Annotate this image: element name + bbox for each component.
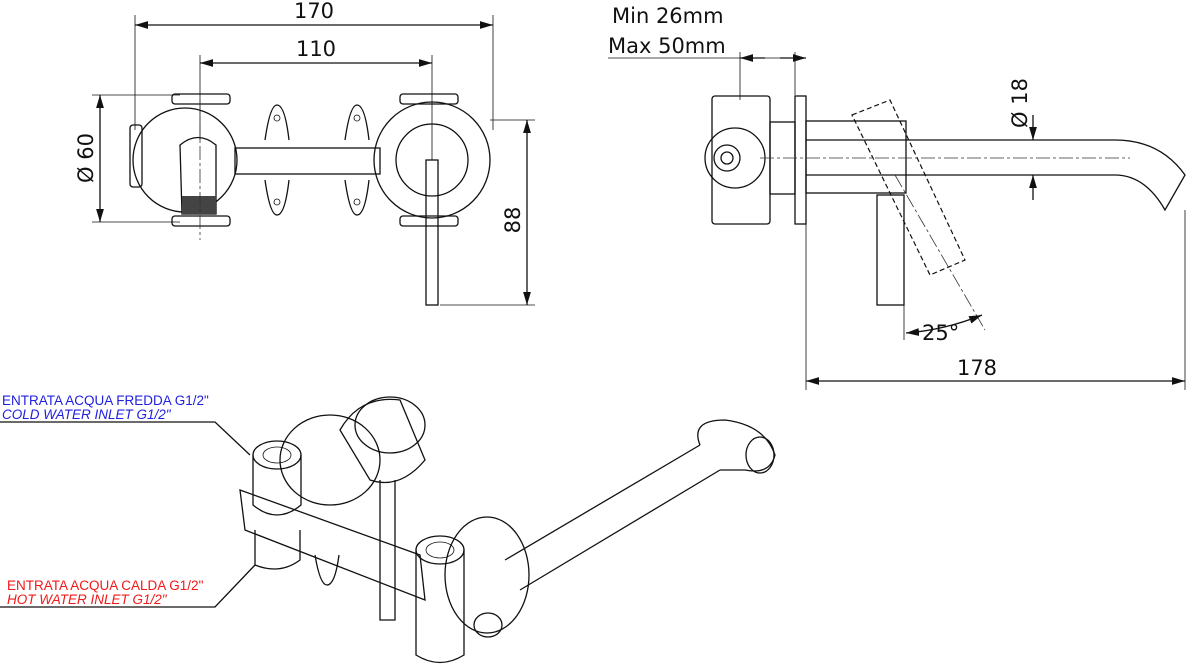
- lever-side: [876, 194, 905, 306]
- mixer-plate-circle: [373, 101, 491, 219]
- wall-max-label: Max 50mm: [608, 34, 726, 58]
- dim-18-label: Ø 18: [1008, 78, 1032, 128]
- angle-25-label: 25°: [922, 321, 959, 345]
- spout-side: [806, 139, 1186, 212]
- hot-inlet-label-it: ENTRATA ACQUA CALDA G1/2": [7, 578, 204, 593]
- cold-inlet-label-it: ENTRATA ACQUA FREDDA G1/2": [2, 393, 209, 408]
- dim-170-label: 170: [294, 0, 334, 23]
- hot-inlet-label-en: HOT WATER INLET G1/2": [7, 592, 167, 607]
- lever: [425, 159, 439, 306]
- dim-60-label: Ø 60: [74, 133, 98, 183]
- dim-178-label: 178: [957, 356, 997, 380]
- dim-88-label: 88: [501, 207, 525, 234]
- front-view: [92, 15, 535, 306]
- dim-110-label: 110: [296, 37, 336, 61]
- cold-inlet-label-en: COLD WATER INLET G1/2": [2, 407, 171, 422]
- wall-plate: [794, 95, 807, 225]
- side-view: [608, 52, 1186, 390]
- isometric-view: [0, 396, 776, 664]
- wall-min-label: Min 26mm: [612, 4, 724, 28]
